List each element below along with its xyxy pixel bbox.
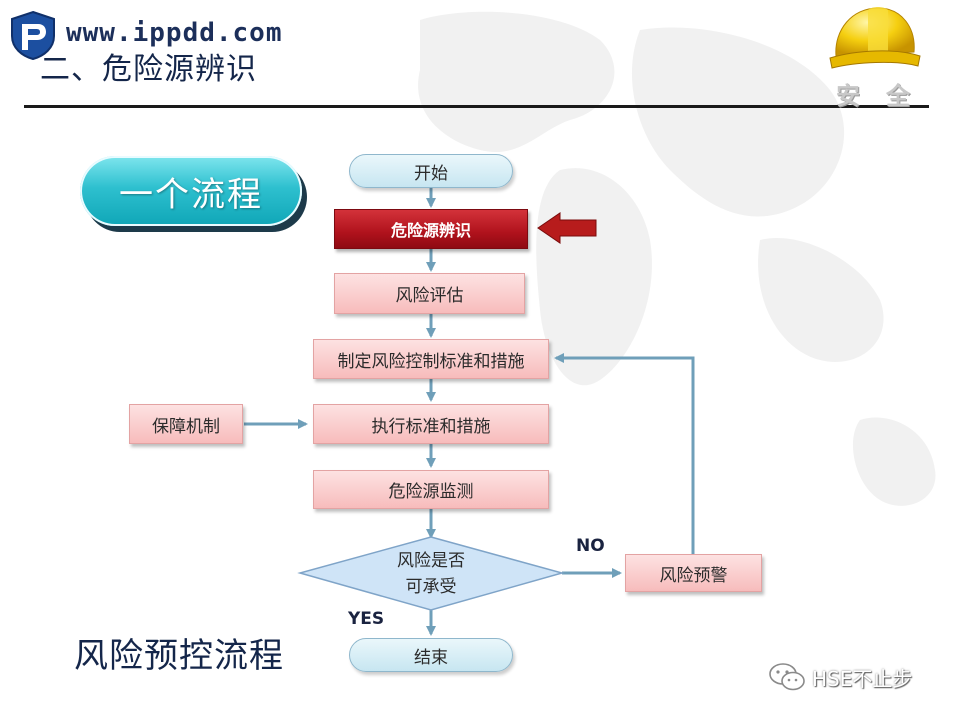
warning-step: 风险预警	[625, 554, 762, 592]
execute-step-label: 执行标准和措施	[371, 416, 491, 437]
yes-label: YES	[348, 609, 385, 629]
footer-watermark: HSE不止步	[768, 662, 912, 692]
guarantee-step-label: 保障机制	[152, 416, 220, 437]
end-node-label: 结束	[414, 647, 448, 668]
assess-step: 风险评估	[334, 273, 525, 314]
end-node: 结束	[349, 638, 513, 672]
decision-label-line2: 可承受	[405, 577, 457, 597]
decision-node: 风险是否 可承受	[340, 547, 522, 601]
guarantee-step: 保障机制	[129, 404, 243, 444]
identify-step-label: 危险源辨识	[390, 221, 471, 240]
execute-step: 执行标准和措施	[313, 404, 549, 444]
red-arrow-icon	[537, 212, 597, 244]
assess-step-label: 风险评估	[395, 286, 464, 306]
safety-helmet-icon	[829, 7, 921, 69]
decision-label-line1: 风险是否	[397, 551, 465, 571]
connector-warning-standards	[554, 353, 695, 554]
subtitle: 风险预控流程	[74, 636, 284, 676]
helmet-label: 安全	[836, 82, 936, 110]
footer-watermark-text: HSE不止步	[812, 666, 913, 691]
shield-logo-icon	[11, 10, 55, 60]
watermark-url: www.ippdd.com	[66, 18, 283, 48]
no-label: NO	[576, 536, 605, 556]
start-node-label: 开始	[414, 163, 448, 184]
process-pill: 一个流程	[80, 156, 302, 226]
title-divider	[24, 105, 929, 108]
monitor-step: 危险源监测	[313, 470, 549, 509]
start-node: 开始	[349, 154, 513, 188]
wechat-icon	[769, 663, 805, 691]
warning-step-label: 风险预警	[659, 565, 728, 586]
standards-step-label: 制定风险控制标准和措施	[337, 351, 525, 372]
slide-title: 二、危险源辨识	[40, 52, 257, 87]
decision-diamond-shape	[297, 536, 565, 611]
identify-step: 危险源辨识	[334, 209, 528, 249]
monitor-step-label: 危险源监测	[388, 482, 474, 502]
process-pill-label: 一个流程	[119, 174, 263, 215]
standards-step: 制定风险控制标准和措施	[313, 339, 549, 379]
